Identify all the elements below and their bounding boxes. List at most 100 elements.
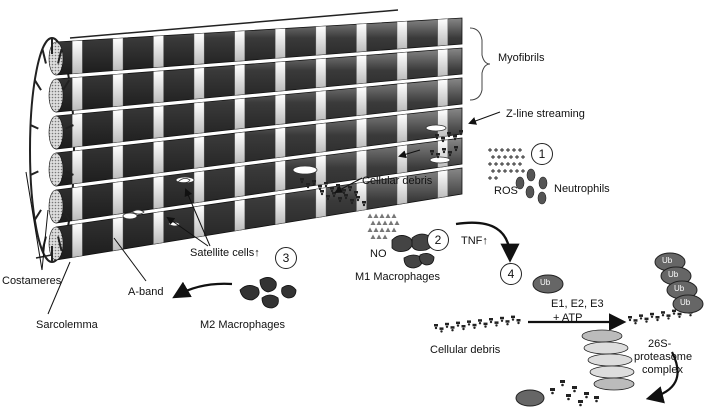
debris-dot xyxy=(430,152,434,156)
muscle-fiber xyxy=(29,9,463,263)
peptide-fragment xyxy=(560,380,565,383)
label-proteasome-1: 26S- xyxy=(648,338,672,350)
i-band xyxy=(193,67,205,100)
i-band xyxy=(72,113,83,148)
peptide-dot xyxy=(551,391,554,395)
debris-piece xyxy=(650,312,654,316)
debris-piece xyxy=(666,314,671,317)
costamere-spoke xyxy=(33,209,42,221)
debris-dot xyxy=(336,186,340,190)
peptide-fragment xyxy=(578,400,583,403)
no-particles xyxy=(367,213,400,239)
debris-dot xyxy=(354,193,358,197)
i-band xyxy=(112,37,124,71)
i-band xyxy=(396,113,408,143)
up-arrow-icon: ↑ xyxy=(254,247,260,259)
ros-plus xyxy=(494,176,498,180)
peptide-dot xyxy=(561,383,564,387)
debris-dot xyxy=(678,315,681,318)
debris-piece xyxy=(644,317,649,321)
i-band xyxy=(234,98,245,130)
i-band xyxy=(275,160,286,192)
ros-plus xyxy=(503,169,507,173)
tnf-curve-arrow xyxy=(455,221,520,263)
debris-dot xyxy=(306,185,310,189)
debris-piece xyxy=(354,191,358,194)
debris-piece xyxy=(633,319,638,322)
debris-piece xyxy=(318,185,322,188)
debris-piece xyxy=(439,327,444,330)
no-triangle xyxy=(382,234,388,239)
i-band xyxy=(72,40,83,74)
no-triangle xyxy=(379,213,385,218)
no-triangle xyxy=(388,220,394,225)
peptide-dot xyxy=(595,399,598,403)
debris-dot xyxy=(312,182,316,186)
i-band xyxy=(234,165,245,198)
debris-dot xyxy=(462,327,465,331)
ros-plus xyxy=(497,155,501,159)
myofibril-end-cap xyxy=(48,115,64,150)
debris-piece xyxy=(324,182,328,185)
peptide-dot xyxy=(579,403,582,407)
no-triangle xyxy=(376,220,382,225)
debris-piece xyxy=(516,319,521,322)
no-triangle xyxy=(385,213,391,218)
ub-tokens xyxy=(515,252,704,407)
label-ros: ROS xyxy=(494,185,518,197)
costamere-spoke xyxy=(33,79,42,91)
debris-piece xyxy=(442,148,446,151)
tnf-text: TNF xyxy=(461,235,483,247)
ros-plus xyxy=(488,162,492,166)
debris-piece xyxy=(453,135,457,138)
peptide-dot xyxy=(573,389,576,393)
debris-piece xyxy=(430,150,434,153)
i-band xyxy=(315,90,327,121)
ros-plus xyxy=(512,162,516,166)
i-band xyxy=(356,118,367,148)
debris-piece xyxy=(356,196,360,199)
i-band xyxy=(356,86,367,116)
ros-plus xyxy=(509,169,513,173)
debris-piece xyxy=(330,187,334,190)
ros-plus xyxy=(512,148,516,152)
debris-piece xyxy=(461,325,466,328)
peptide-fragment xyxy=(572,386,577,389)
step-1-badge: 1 xyxy=(531,143,553,165)
i-band xyxy=(193,170,205,204)
i-band xyxy=(437,18,448,47)
i-band xyxy=(193,101,205,134)
i-band xyxy=(275,193,286,225)
i-band xyxy=(234,131,245,164)
debris-dot xyxy=(517,321,520,325)
debris-dot xyxy=(489,320,493,324)
no-triangle xyxy=(367,213,373,218)
debris-piece xyxy=(628,316,632,319)
debris-piece xyxy=(472,323,477,327)
ros-plus xyxy=(509,155,513,159)
myofibril-bundle xyxy=(48,17,463,261)
ros-plus xyxy=(494,148,498,152)
debris-dot xyxy=(436,155,440,159)
costamere-spoke xyxy=(62,79,71,91)
costamere-spoke xyxy=(65,170,74,176)
step-2-badge: 2 xyxy=(427,229,449,251)
ros-plus xyxy=(488,148,492,152)
i-band xyxy=(315,122,327,153)
i-band xyxy=(437,109,448,138)
debris-piece xyxy=(350,199,354,202)
i-band xyxy=(356,23,367,53)
myofibril-row xyxy=(48,167,463,261)
myofibril-row xyxy=(48,17,463,76)
debris-dot xyxy=(478,322,482,325)
debris-dot xyxy=(506,323,509,326)
label-proteasome-2: proteasome xyxy=(634,351,693,363)
label-costameres: Costameres xyxy=(2,275,62,287)
no-triangle xyxy=(379,227,385,232)
debris-dot xyxy=(454,148,458,152)
proteasome-fragments xyxy=(550,380,599,407)
no-triangle xyxy=(373,227,379,232)
debris-piece xyxy=(348,186,352,189)
i-band xyxy=(153,35,164,68)
i-band xyxy=(275,127,286,159)
